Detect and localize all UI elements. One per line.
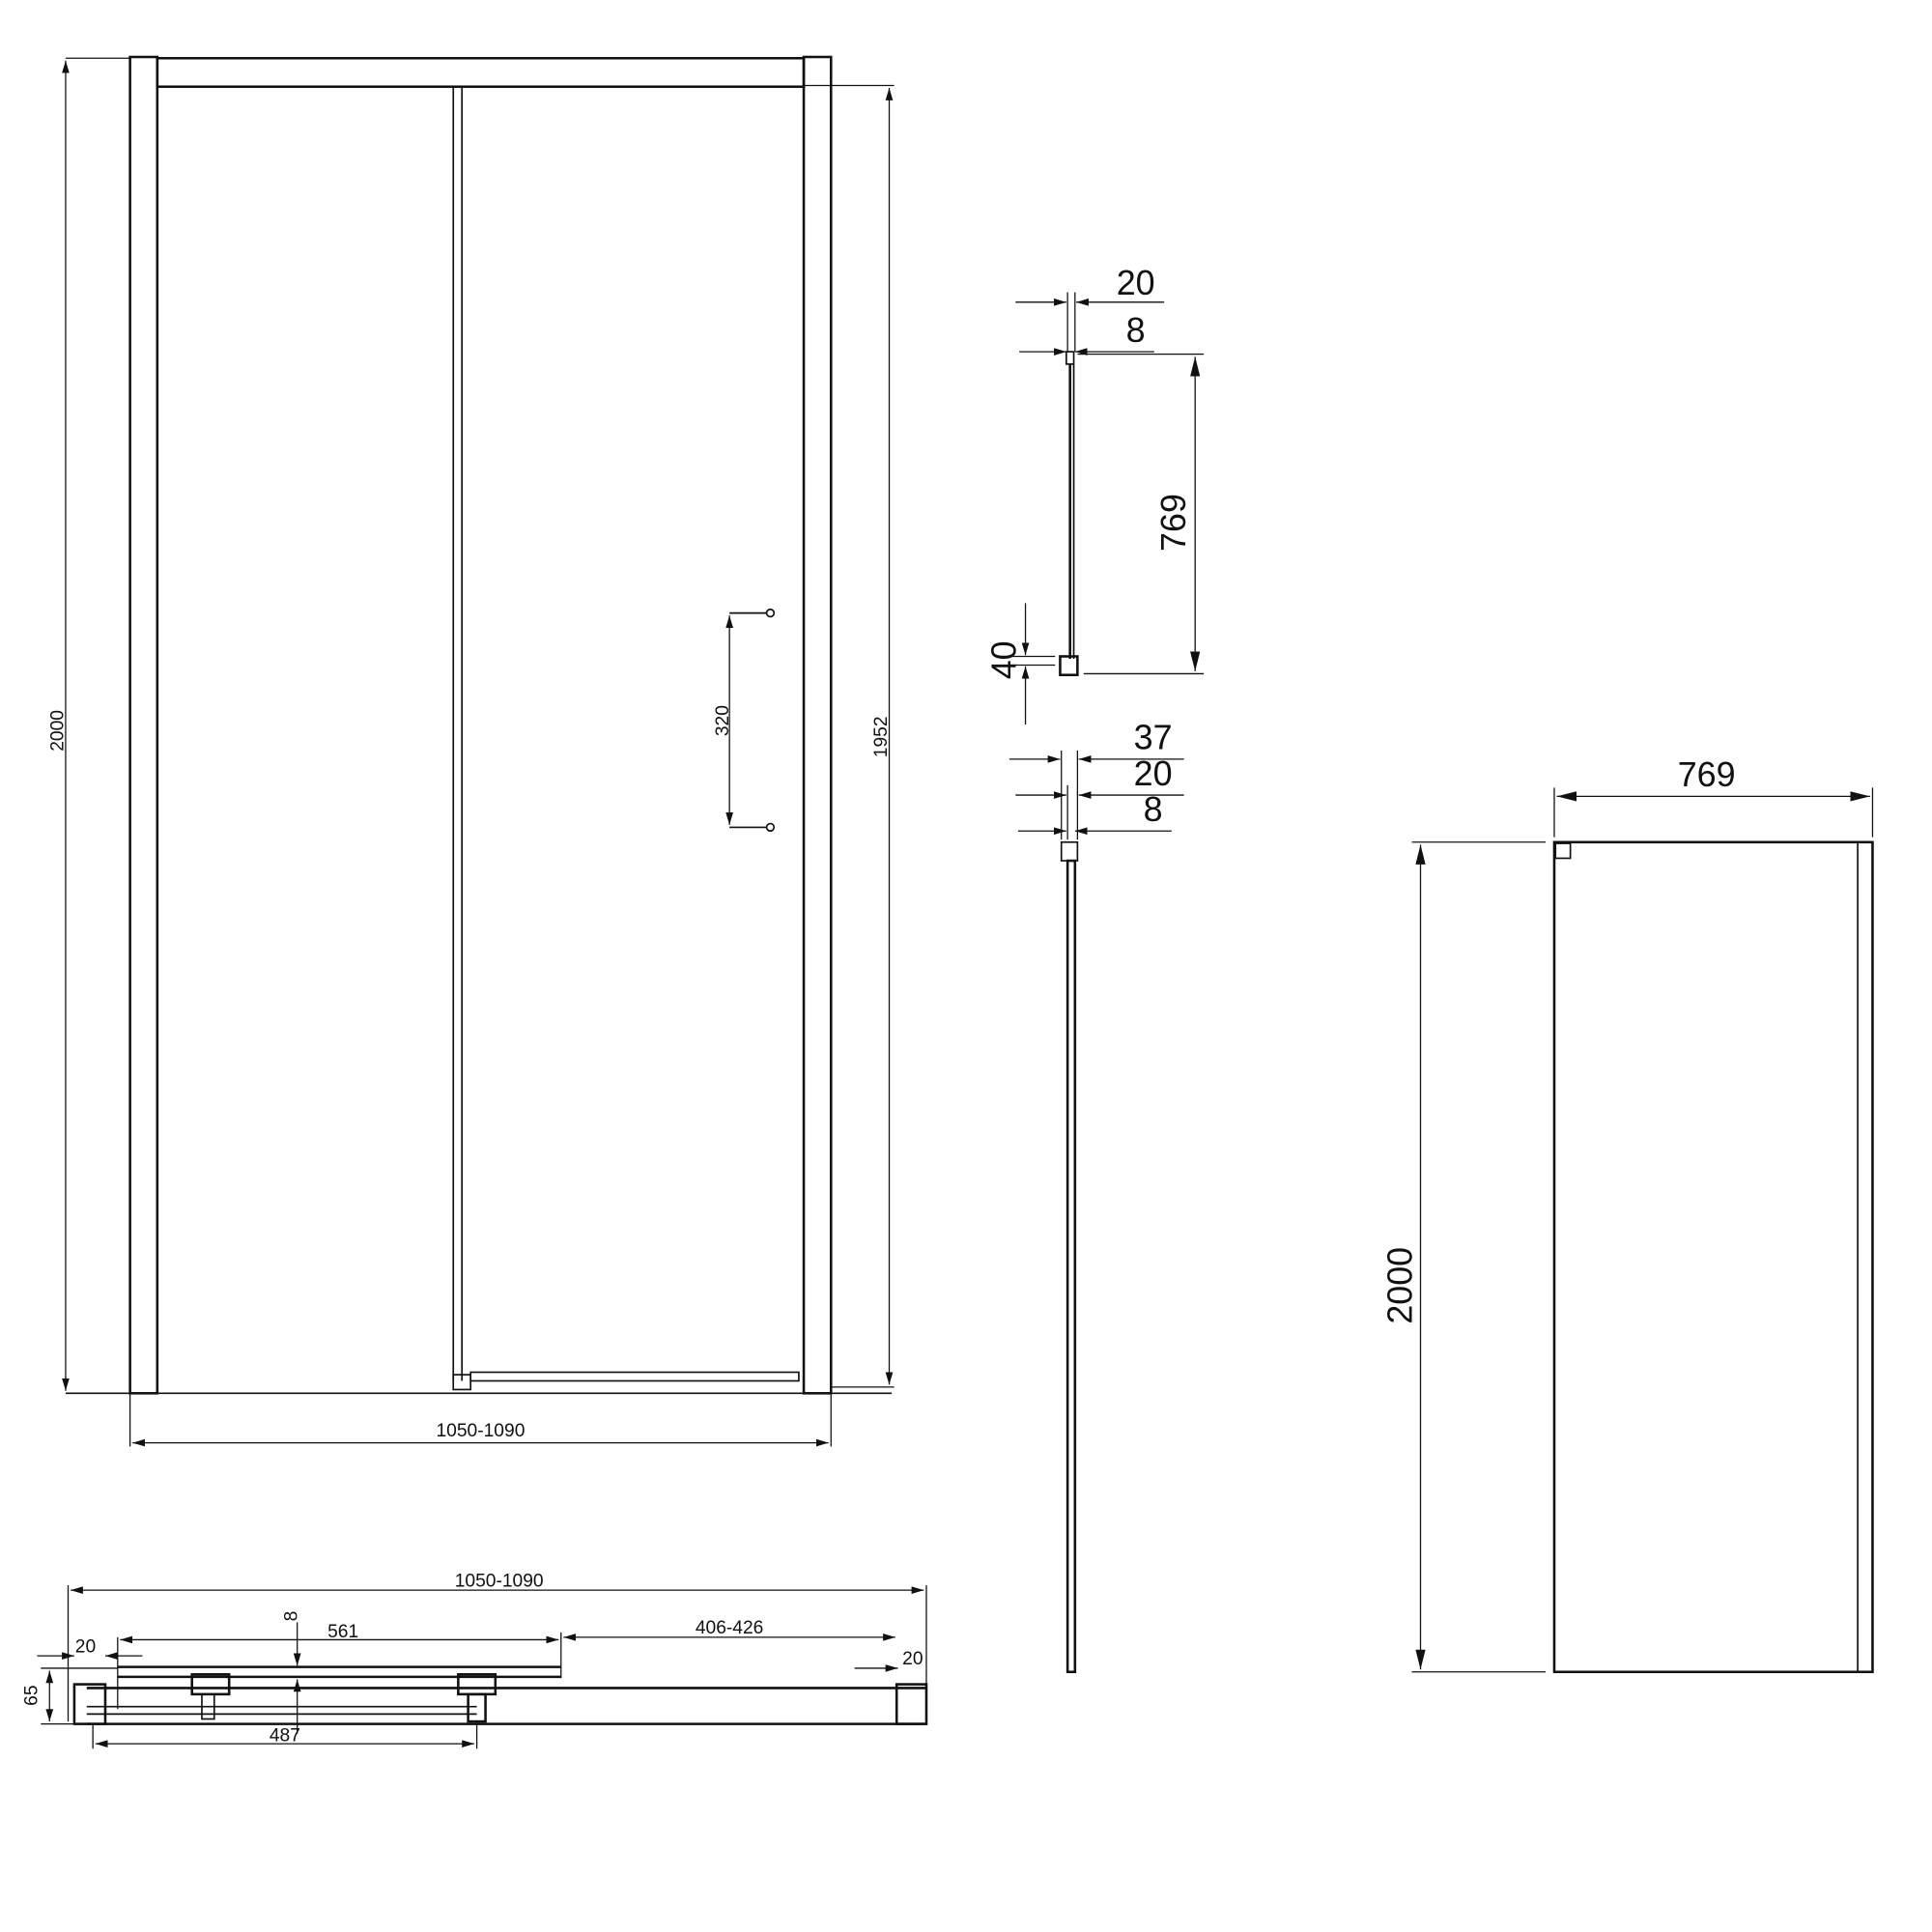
door-bottom-rail [469, 1371, 800, 1382]
label-406-426: 406-426 [696, 1618, 764, 1638]
label-769: 769 [1154, 494, 1193, 552]
label-20-left: 20 [75, 1636, 96, 1657]
label-40: 40 [984, 640, 1023, 679]
rails [72, 1665, 928, 1725]
profile-bottom-section: 37 20 8 [1009, 719, 1184, 1674]
label-1952: 1952 [871, 716, 892, 757]
label-8b: 8 [1144, 790, 1163, 829]
left-wall-bracket [72, 1683, 107, 1725]
label-width: 1050-1090 [436, 1421, 525, 1441]
left-wall-profile [128, 55, 159, 1395]
label-plan-width: 1050-1090 [455, 1571, 544, 1591]
label-20b: 20 [1134, 754, 1173, 793]
label-65: 65 [21, 1685, 42, 1705]
right-wall-bracket [895, 1683, 928, 1725]
profile-top-section: 20 8 769 40 [984, 264, 1205, 725]
label-769-panel: 769 [1678, 755, 1736, 794]
label-487: 487 [270, 1726, 300, 1747]
label-561: 561 [327, 1622, 358, 1642]
right-wall-profile [802, 55, 833, 1395]
front-view: 2000 1952 320 1050-1090 [47, 55, 895, 1447]
label-8: 8 [1126, 311, 1146, 350]
door-handle [725, 608, 776, 833]
label-20: 20 [1117, 264, 1155, 302]
label-2000-panel: 2000 [1381, 1247, 1420, 1324]
side-panel: 769 2000 [1381, 755, 1874, 1674]
label-20-right: 20 [902, 1649, 923, 1669]
top-rail [156, 56, 806, 89]
plan-view: 1050-1090 561 406-426 8 20 20 65 [21, 1571, 928, 1749]
label-320: 320 [713, 705, 733, 736]
label-2000: 2000 [47, 710, 68, 752]
label-37: 37 [1134, 719, 1173, 757]
label-glass-8: 8 [282, 1611, 302, 1622]
